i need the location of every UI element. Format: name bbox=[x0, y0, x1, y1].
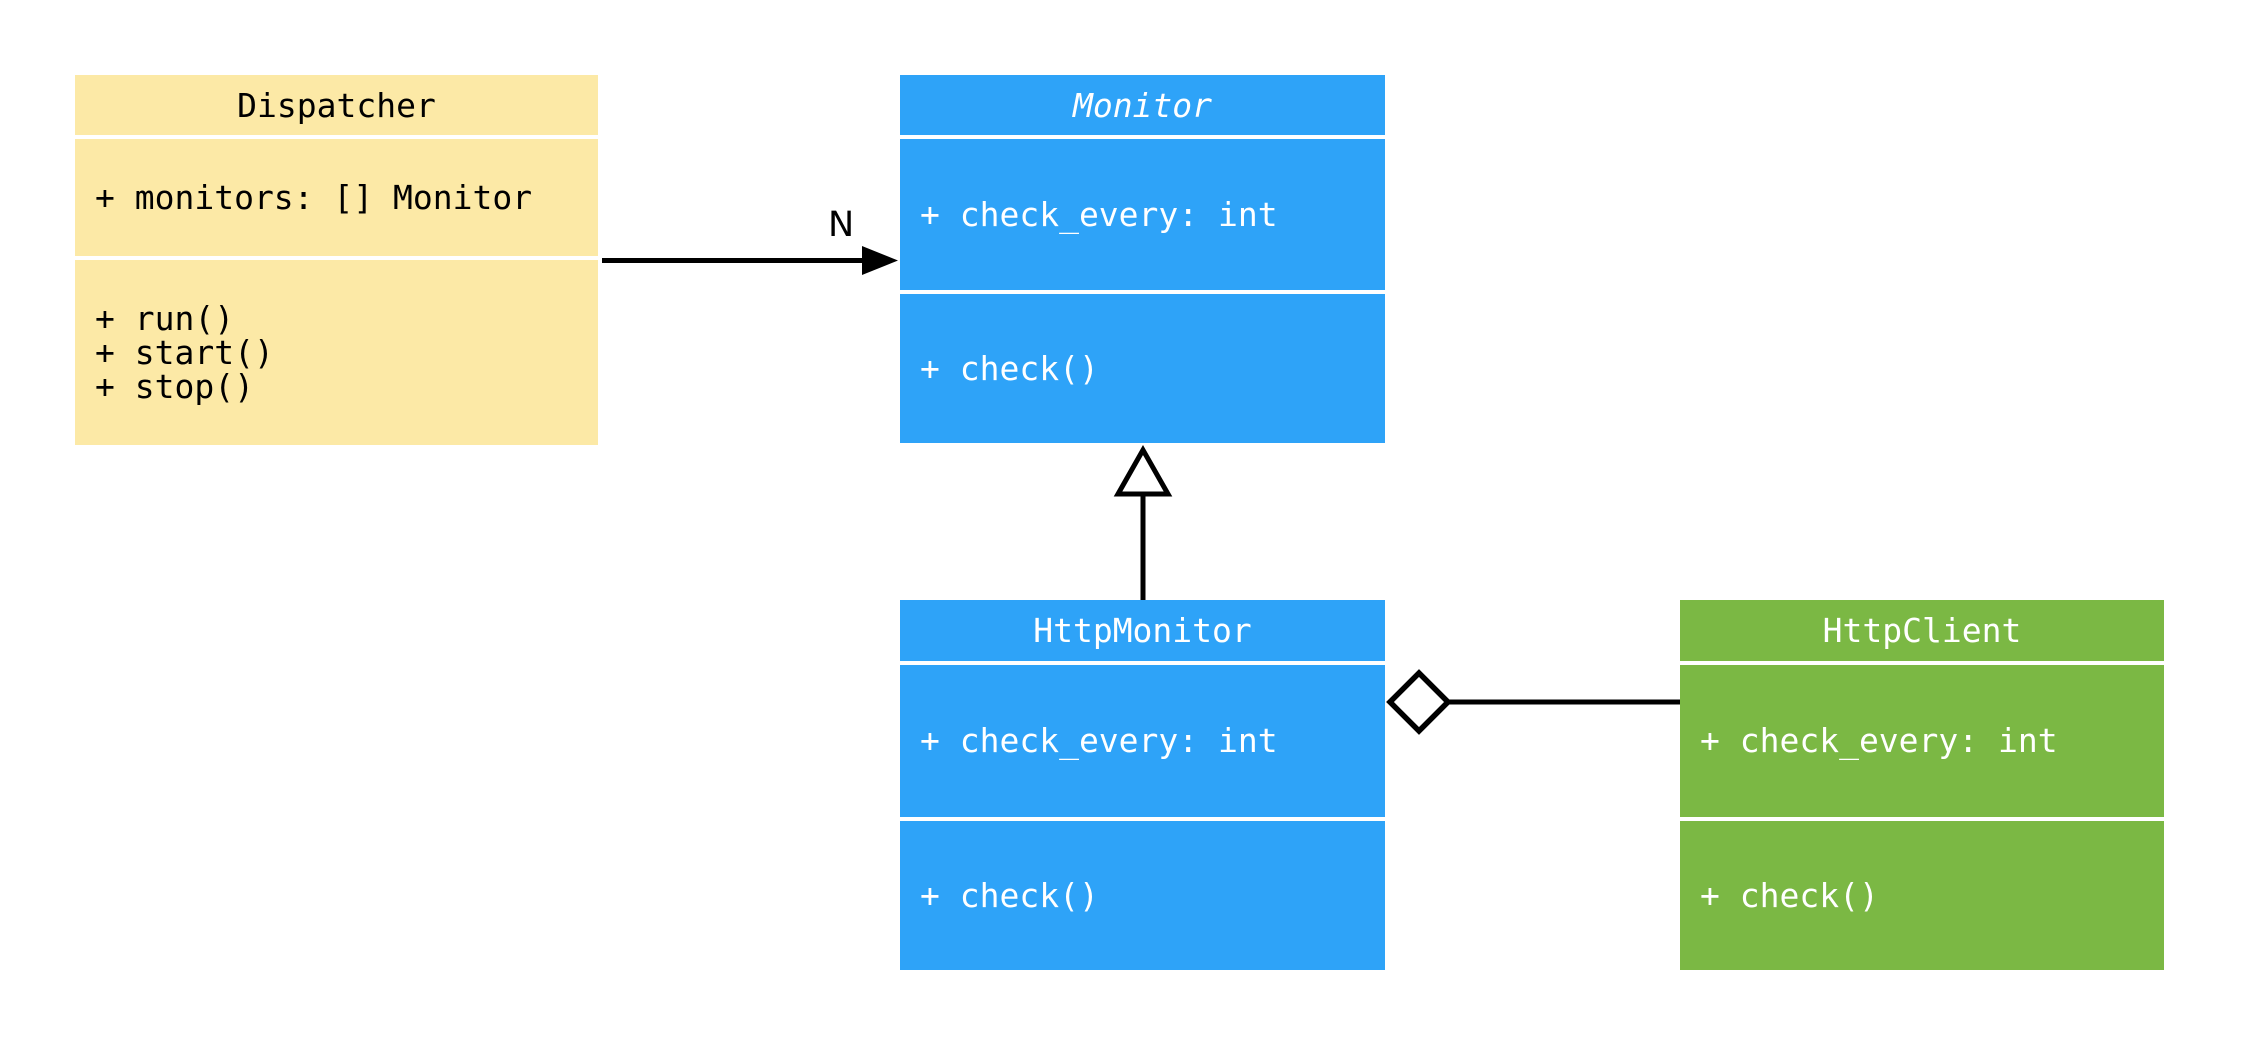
attribute-row: + check_every: int bbox=[1700, 721, 2058, 760]
class-methods-section: + run() + start() + stop() bbox=[75, 260, 598, 445]
class-name-label: Dispatcher bbox=[237, 85, 436, 125]
class-name-label: HttpClient bbox=[1822, 611, 2022, 650]
class-title-abstract: Monitor bbox=[900, 75, 1385, 135]
class-box-httpmonitor: HttpMonitor + check_every: int + check() bbox=[900, 600, 1385, 970]
method-row: + check() bbox=[1700, 875, 1879, 915]
method-row: + check() bbox=[920, 348, 1099, 388]
class-box-monitor: Monitor + check_every: int + check() bbox=[900, 75, 1385, 443]
hollow-diamond-icon bbox=[1386, 669, 1452, 735]
hollow-triangle-icon bbox=[1113, 444, 1173, 497]
attribute-row: + check_every: int bbox=[920, 194, 1278, 234]
method-row: + start() bbox=[95, 332, 274, 372]
filled-arrowhead-icon bbox=[862, 246, 898, 275]
class-box-httpclient: HttpClient + check_every: int + check() bbox=[1680, 600, 2164, 970]
class-methods-section: + check() bbox=[900, 294, 1385, 443]
method-row: + check() bbox=[920, 875, 1099, 915]
class-attributes-section: + check_every: int bbox=[900, 139, 1385, 290]
class-methods-section: + check() bbox=[1680, 821, 2164, 970]
class-attributes-section: + check_every: int bbox=[900, 665, 1385, 817]
class-attributes-section: + monitors: [] Monitor bbox=[75, 139, 598, 256]
class-title: HttpClient bbox=[1680, 600, 2164, 661]
class-name-label: HttpMonitor bbox=[1033, 611, 1252, 650]
class-title: Dispatcher bbox=[75, 75, 598, 135]
attribute-row: + check_every: int bbox=[920, 721, 1278, 760]
association-multiplicity-label: N bbox=[828, 205, 855, 245]
aggregation-edge bbox=[1386, 669, 1680, 735]
class-name-label: Monitor bbox=[1072, 85, 1213, 125]
class-attributes-section: + check_every: int bbox=[1680, 665, 2164, 817]
generalization-edge bbox=[1113, 444, 1173, 600]
method-row: + run() bbox=[95, 298, 235, 338]
association-edge bbox=[602, 246, 898, 275]
method-row: + stop() bbox=[95, 366, 254, 406]
attribute-row: + monitors: [] Monitor bbox=[95, 177, 533, 217]
class-box-dispatcher: Dispatcher + monitors: [] Monitor + run(… bbox=[75, 75, 598, 445]
class-title: HttpMonitor bbox=[900, 600, 1385, 661]
class-methods-section: + check() bbox=[900, 821, 1385, 970]
